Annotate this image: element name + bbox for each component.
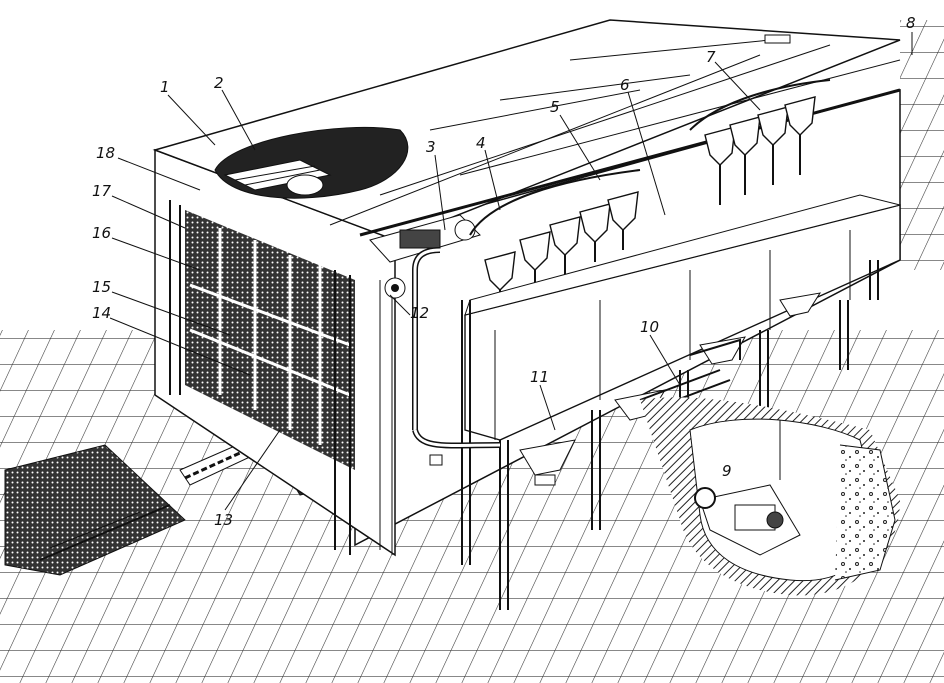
cyclone	[549, 216, 581, 275]
callout-13: 13	[214, 511, 233, 529]
callout-labels: 1 2 3 4 5 6 7 8 9 10 11 12 13 14 15 16 1…	[92, 14, 916, 529]
front-frame	[154, 148, 396, 557]
cyclone	[579, 203, 611, 262]
callout-11: 11	[530, 368, 549, 386]
callout-2: 2	[214, 74, 224, 92]
floor-grate-left	[4, 444, 186, 576]
discharge-cones	[519, 292, 822, 486]
callout-6: 6	[620, 76, 630, 94]
callout-12: 12	[410, 304, 429, 322]
cyclone-bank-front	[469, 169, 641, 302]
callout-14: 14	[92, 304, 111, 322]
callout-7: 7	[706, 48, 716, 66]
cyclone	[757, 106, 789, 185]
cyclone	[729, 116, 761, 195]
callout-9: 9	[722, 462, 732, 480]
settling-tank	[464, 194, 901, 441]
pump-motor	[694, 484, 801, 556]
callout-10: 10	[640, 318, 659, 336]
cyclone	[784, 96, 816, 175]
return-pipe	[412, 247, 501, 466]
callout-16: 16	[92, 224, 111, 242]
drive-unit	[369, 214, 481, 299]
loading-hopper	[214, 126, 409, 199]
callout-15: 15	[92, 278, 111, 296]
callout-18: 18	[96, 144, 115, 162]
callout-3: 3	[426, 138, 436, 156]
callout-5: 5	[550, 98, 560, 116]
background-wall-grid	[900, 20, 944, 270]
callout-17: 17	[92, 182, 112, 200]
cyclone	[607, 191, 639, 250]
callout-8: 8	[906, 14, 916, 32]
cyclone	[704, 126, 736, 205]
leader-lines	[109, 32, 913, 511]
cyclone-bank-rear	[689, 79, 831, 205]
callout-1: 1	[160, 78, 170, 96]
callout-4: 4	[476, 134, 486, 152]
